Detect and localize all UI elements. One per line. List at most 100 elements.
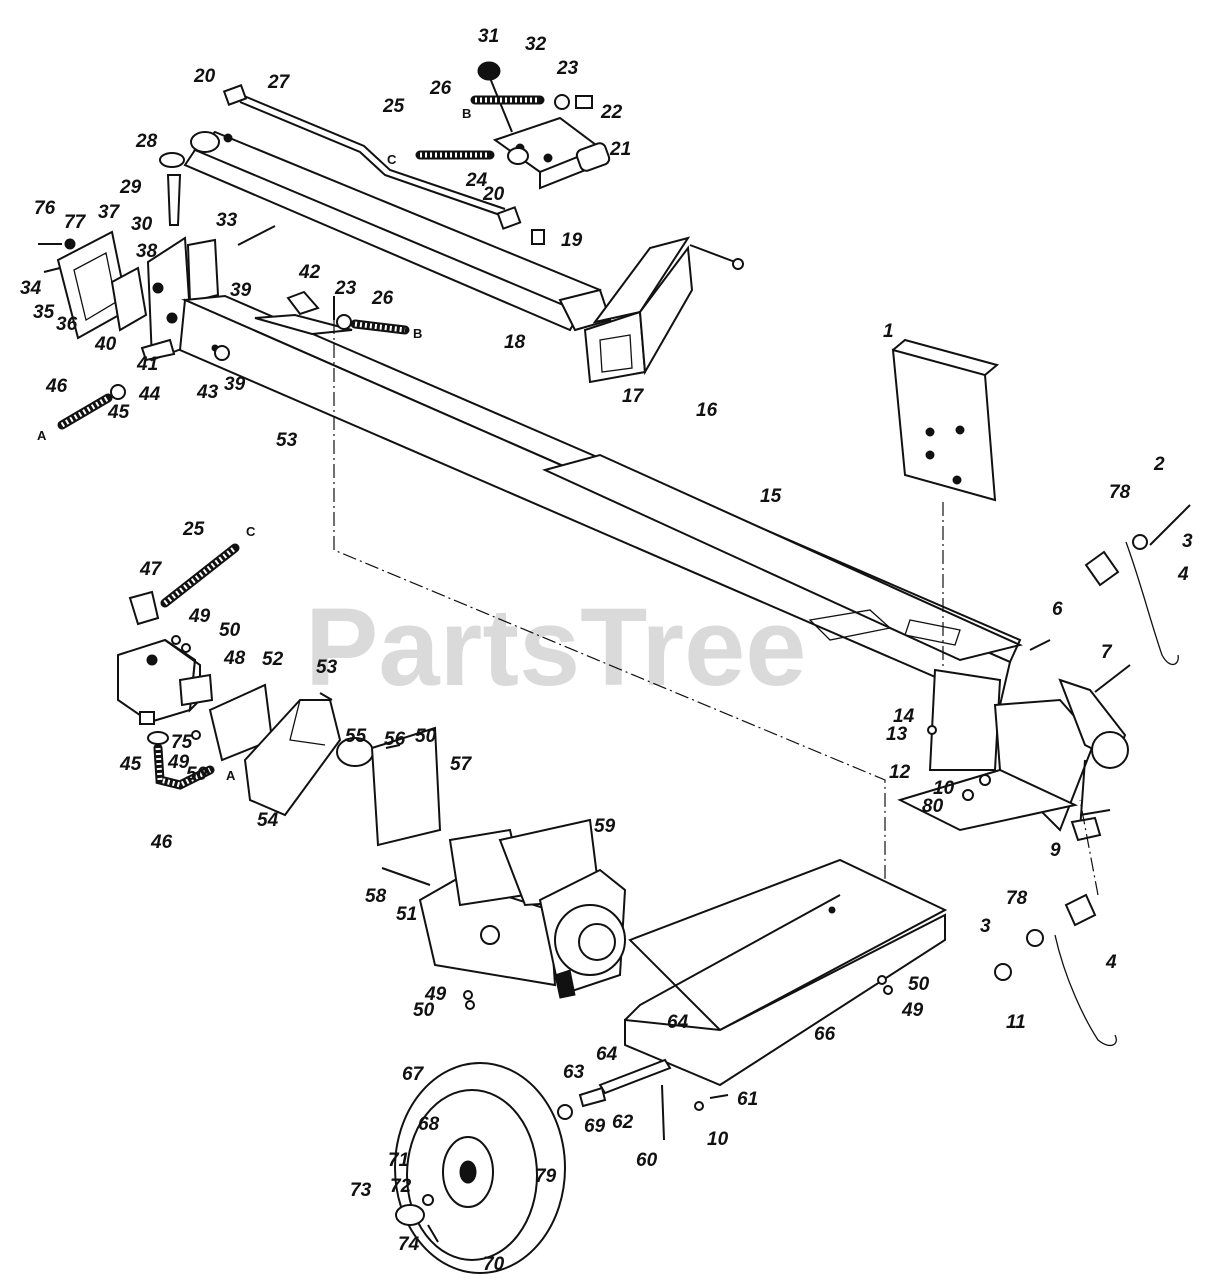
part-callouts: 31 32 23 22 26 25 21 24 20 20 27 28 29 7…	[20, 26, 1193, 1275]
fitting-20-top	[222, 84, 248, 106]
part-label: 68	[418, 1114, 440, 1135]
part-label: 3	[980, 916, 991, 937]
part-label: 50	[908, 974, 930, 995]
fitting-20-low	[496, 206, 522, 230]
part-label: 14	[893, 706, 915, 727]
part-label: 22	[600, 102, 623, 123]
part-label: 53	[276, 430, 298, 451]
hose-25-pump	[160, 543, 240, 608]
part-label: 27	[267, 72, 291, 93]
part-label: 50	[186, 764, 208, 785]
fitting-42	[286, 290, 320, 316]
part-label: 80	[922, 796, 944, 817]
part-label: 41	[136, 354, 158, 375]
fitting-24	[507, 147, 529, 165]
pin-6	[1029, 639, 1051, 651]
part-label: 37	[98, 202, 121, 223]
washer-69	[557, 1104, 573, 1120]
part-label: 18	[504, 332, 526, 353]
nut-23-top	[554, 94, 570, 110]
bolt-58	[381, 867, 431, 886]
valve-handle-32	[489, 77, 513, 133]
washer-50-engine	[465, 1000, 475, 1010]
part-label: 56	[384, 729, 406, 750]
chain-4-top	[1125, 541, 1179, 666]
washer-50-pump	[181, 643, 191, 653]
chain-4-low	[1054, 934, 1117, 1047]
wheel	[394, 1062, 566, 1274]
nut-23-mid	[336, 314, 352, 330]
part-label: 3	[1182, 531, 1193, 552]
part-label: 10	[933, 778, 955, 799]
log-plate-1	[891, 338, 1000, 502]
pin-61	[709, 1094, 729, 1099]
connector-label: C	[246, 524, 256, 539]
connector-label: B	[413, 326, 422, 341]
main-beam	[178, 294, 1024, 707]
part-label: 49	[167, 752, 190, 773]
nut-10-axle	[694, 1101, 704, 1111]
part-label: 39	[230, 280, 252, 301]
nut-80	[962, 789, 974, 801]
end-bracket	[56, 230, 220, 362]
part-label: 33	[216, 210, 238, 231]
part-label: 21	[609, 139, 631, 160]
part-label: 7	[1101, 642, 1113, 663]
part-label: 61	[737, 1089, 758, 1110]
part-label: 53	[316, 657, 338, 678]
part-label: 20	[193, 66, 216, 87]
part-label: 29	[119, 177, 142, 198]
part-label: 74	[398, 1234, 420, 1255]
part-label: 49	[188, 606, 211, 627]
part-label: 42	[298, 262, 321, 283]
part-label: 64	[596, 1044, 618, 1065]
fitting-45-top	[110, 384, 126, 400]
part-label: 77	[64, 212, 87, 233]
pin-16-head	[732, 258, 744, 270]
part-label: 78	[1109, 482, 1131, 503]
washer-75	[191, 730, 201, 740]
hitch-assembly	[897, 668, 1129, 842]
part-label: 58	[365, 886, 387, 907]
part-label: 62	[612, 1112, 634, 1133]
connector-label: B	[462, 106, 471, 121]
pin-74	[427, 1224, 439, 1243]
fitting-19	[531, 229, 545, 245]
bolt-56	[385, 744, 401, 749]
part-label: 78	[1006, 888, 1028, 909]
pin-7	[1094, 664, 1131, 693]
centerline-chain	[1079, 799, 1099, 896]
part-label: 79	[535, 1166, 557, 1187]
part-label: 40	[94, 334, 117, 355]
part-label: 48	[223, 648, 246, 669]
nut-10-hitch	[979, 774, 991, 786]
plate-53	[254, 313, 353, 336]
part-label: 32	[525, 34, 547, 55]
part-label: 23	[556, 58, 579, 79]
watermark-text: PartsTree	[305, 586, 806, 709]
part-label: 2	[1153, 454, 1165, 475]
valve-knob-31	[477, 61, 501, 81]
hydraulic-pump	[117, 638, 214, 725]
part-label: 13	[886, 724, 908, 745]
spacer-78-low	[1064, 893, 1097, 927]
part-label: 20	[482, 184, 505, 205]
part-label: 39	[224, 374, 246, 395]
part-label: 67	[402, 1064, 425, 1085]
bolt-33	[237, 225, 276, 246]
part-label: 52	[262, 649, 284, 670]
tube-29	[166, 174, 182, 226]
part-label: 30	[131, 214, 153, 235]
part-label: 25	[182, 519, 205, 540]
part-label: 31	[478, 26, 499, 47]
part-label: 71	[388, 1150, 409, 1171]
part-label: 59	[594, 816, 616, 837]
spacer-63	[578, 1086, 607, 1108]
washer-49-frame	[883, 985, 893, 995]
fitting-45-pump	[147, 731, 169, 745]
nut-77	[64, 238, 76, 250]
fitting-47	[128, 590, 160, 626]
part-label: 57	[450, 754, 473, 775]
part-label: 76	[34, 198, 56, 219]
part-label: 60	[636, 1150, 658, 1171]
